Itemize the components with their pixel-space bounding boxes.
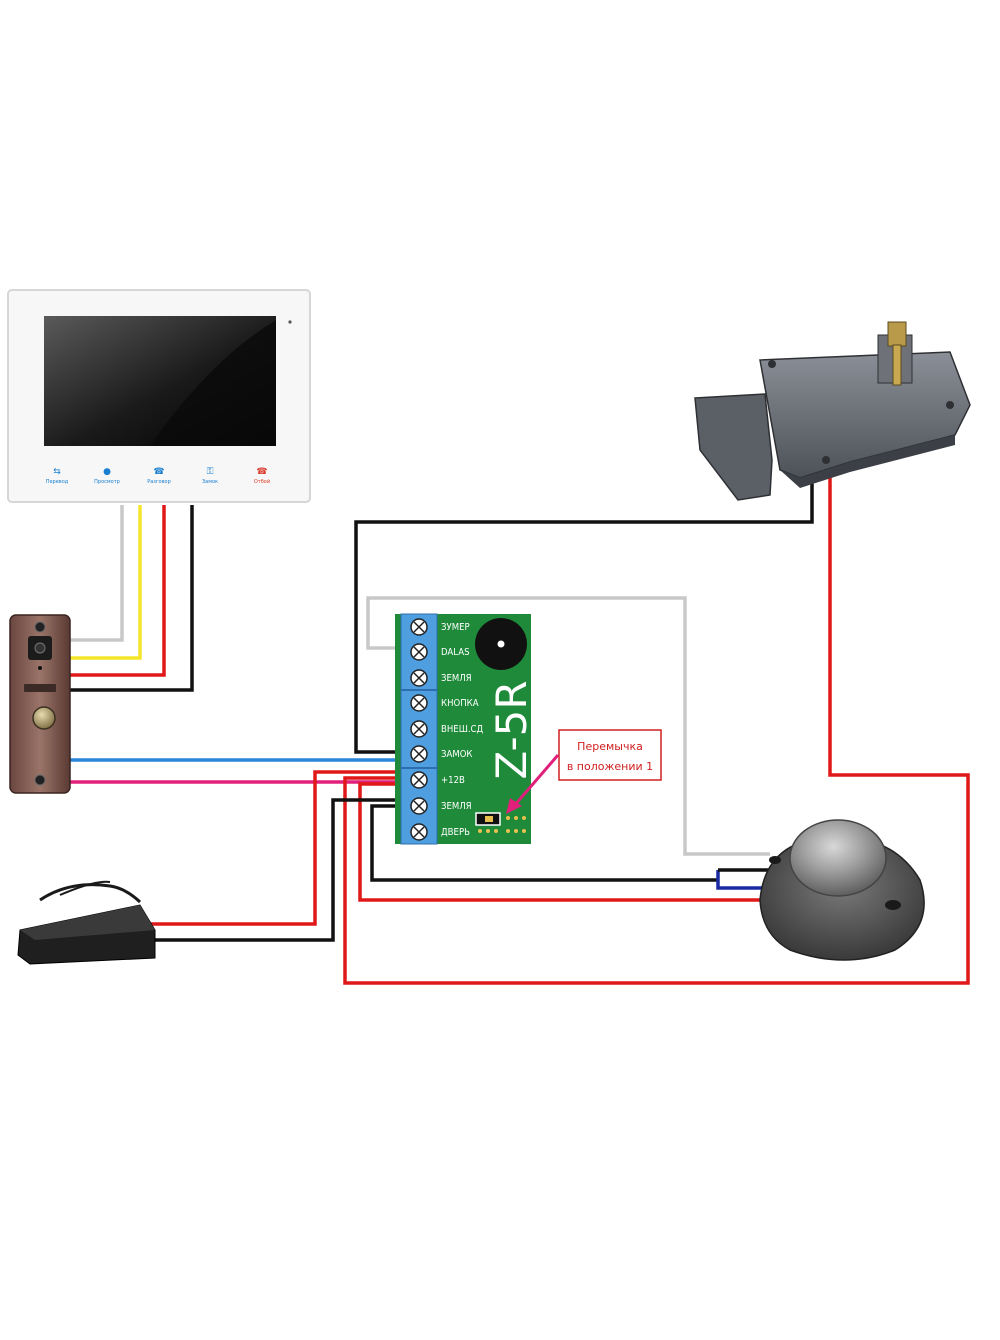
jumper-callout: Перемычка в положении 1	[506, 729, 662, 814]
wire-monitor-panel-black	[70, 505, 194, 692]
proximity-card-reader	[759, 819, 925, 961]
terminal-label: ЗАМОК	[441, 749, 473, 760]
terminal-label: ЗЕМЛЯ	[441, 801, 472, 812]
buzzer-hole	[497, 640, 505, 648]
terminal-screw[interactable]	[410, 643, 428, 661]
psu-cable	[39, 883, 142, 904]
lock-screw	[822, 456, 830, 464]
terminal-label: ВНЕШ.СД	[441, 724, 484, 735]
lock-body-edge	[780, 435, 955, 488]
video-monitor: ⇆ Перевод ● Просмотр ☎ Разговор ⚿ Замок …	[7, 289, 311, 503]
door-call-panel	[9, 614, 71, 794]
callout-arrow-line	[512, 754, 560, 807]
lock-screw	[946, 401, 954, 409]
wire-psu-red	[150, 770, 405, 926]
terminal-label: КНОПКА	[441, 698, 479, 709]
jumper-pins	[478, 816, 526, 833]
monitor-button-3[interactable]: ☎ Разговор	[147, 467, 171, 485]
jumper-contact	[485, 816, 493, 822]
hangup-icon: ☎	[256, 467, 267, 477]
terminal-label: ДВЕРЬ	[441, 827, 470, 838]
key-icon: ⚿	[207, 467, 214, 477]
terminal-screw[interactable]	[410, 669, 428, 687]
wire-reader-red	[358, 782, 770, 902]
controller-model-label: Z-5R	[487, 680, 536, 779]
monitor-button-label: Перевод	[46, 479, 69, 485]
wire-monitor-panel-yellow	[70, 505, 142, 660]
terminal-screws	[410, 618, 428, 841]
panel-led	[38, 666, 42, 670]
terminal-screw[interactable]	[410, 720, 428, 738]
call-button[interactable]	[32, 706, 56, 730]
terminal-label: DALAS	[441, 647, 470, 658]
camera-lens-icon	[34, 642, 46, 654]
power-supply	[17, 880, 156, 965]
reader-screw-hole	[885, 900, 901, 910]
lock-key-cylinder	[887, 321, 907, 347]
terminal-screw[interactable]	[410, 797, 428, 815]
terminal-screw[interactable]	[410, 618, 428, 636]
terminal-screw[interactable]	[410, 771, 428, 789]
lock-strike-plate	[694, 393, 773, 501]
terminal-screw[interactable]	[410, 694, 428, 712]
terminal-screw[interactable]	[410, 745, 428, 763]
psu-cable	[59, 880, 111, 896]
terminal-label: ЗЕМЛЯ	[441, 673, 472, 684]
panel-screw-top	[34, 621, 46, 633]
screen-reflection	[150, 320, 276, 446]
monitor-button-label: Замок	[202, 479, 218, 485]
terminal-labels: ЗУМЕР DALAS ЗЕМЛЯ КНОПКА ВНЕШ.СД ЗАМОК +…	[441, 622, 484, 838]
terminal-label: +12В	[441, 775, 465, 786]
wire-reader-white	[366, 596, 770, 856]
wire-monitor-panel-red	[70, 505, 166, 677]
monitor-button-label: Просмотр	[94, 479, 120, 485]
panel-body	[9, 614, 71, 794]
monitor-button-4[interactable]: ⚿ Замок	[202, 467, 218, 485]
monitor-button-label: Разговор	[147, 479, 171, 485]
monitor-button-1[interactable]: ⇆ Перевод	[46, 467, 69, 485]
callout-line-2: в положении 1	[567, 760, 653, 773]
wire-reader-navy	[716, 870, 770, 890]
wire-lock-black	[354, 470, 814, 754]
reader-dome[interactable]	[789, 819, 887, 897]
monitor-led	[288, 320, 292, 324]
lock-bolt	[892, 344, 902, 386]
monitor-button-2[interactable]: ● Просмотр	[94, 467, 120, 485]
wire-monitor-panel-white	[70, 505, 124, 642]
transfer-icon: ⇆	[53, 467, 61, 477]
wires	[70, 470, 970, 985]
wire-lock-red	[343, 472, 970, 985]
callout-arrow-icon	[506, 798, 522, 814]
terminal-label: ЗУМЕР	[441, 622, 470, 633]
user-icon: ●	[103, 467, 111, 477]
monitor-button-5[interactable]: ☎ Отбой	[254, 467, 270, 485]
lock-screw	[768, 360, 776, 368]
electromechanical-lock	[694, 321, 971, 501]
psu-top	[20, 905, 155, 940]
handset-icon: ☎	[153, 467, 164, 477]
wire-reader-black	[370, 804, 718, 882]
panel-screw-bottom	[34, 774, 46, 786]
reader-screw-hole	[769, 856, 781, 864]
panel-nameplate	[24, 684, 56, 692]
wire-psu-black	[150, 798, 405, 942]
monitor-button-label: Отбой	[254, 478, 270, 485]
callout-box	[558, 729, 662, 781]
callout-line-1: Перемычка	[577, 740, 643, 753]
terminal-screw[interactable]	[410, 823, 428, 841]
